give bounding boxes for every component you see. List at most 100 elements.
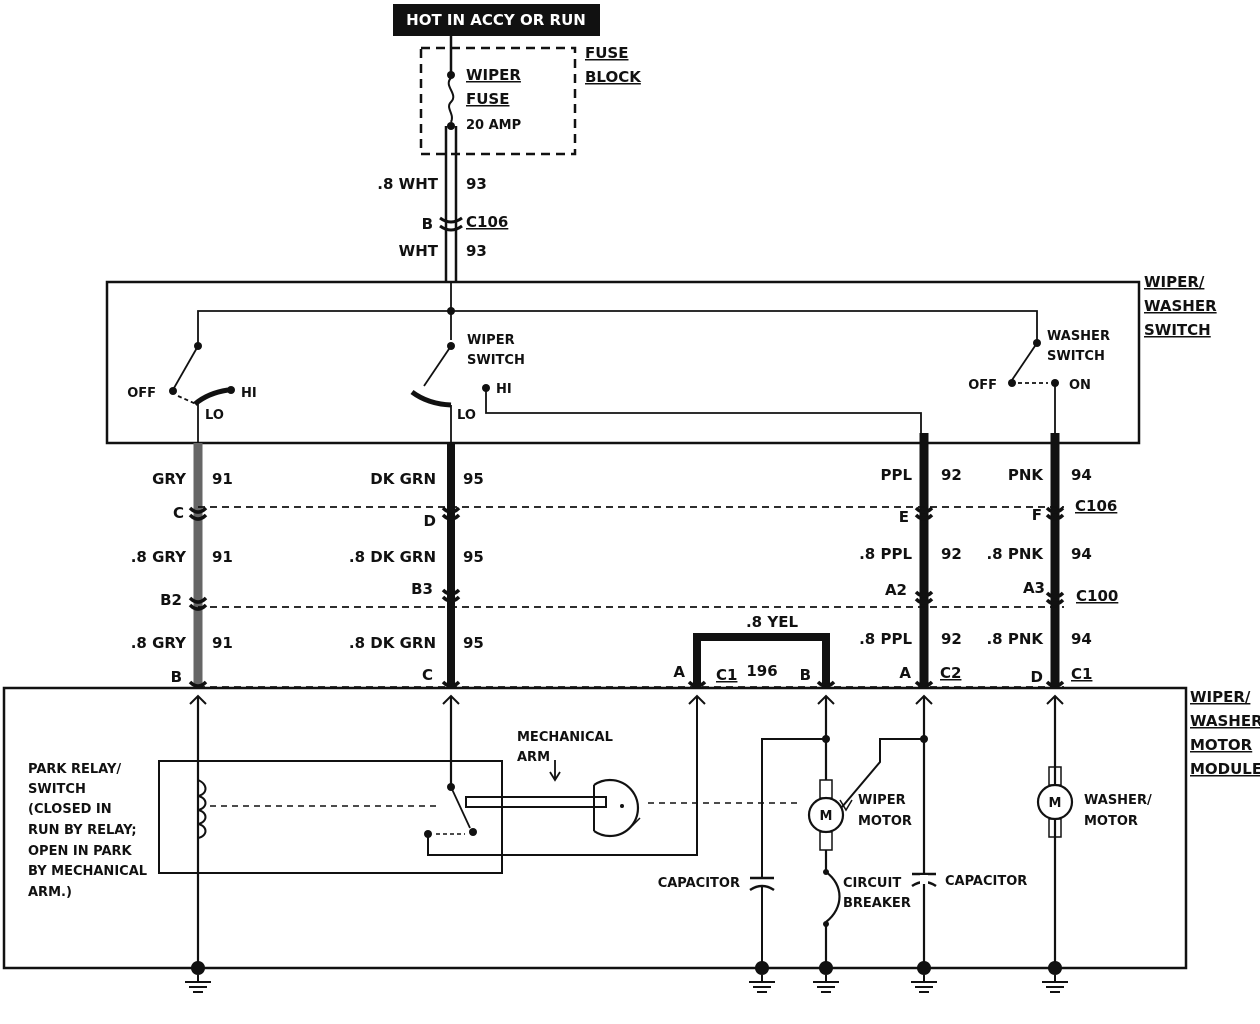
switch-title-1: WIPER/: [1144, 273, 1205, 291]
module-title-1: WIPER/: [1190, 688, 1251, 706]
left-switch-off: OFF: [127, 386, 156, 401]
relay-coil: [197, 779, 207, 839]
fuse-label-1: WIPER: [466, 66, 521, 84]
ppl-num-2: 92: [941, 545, 962, 563]
fuse-label-2: FUSE: [466, 90, 509, 108]
dkgrn-pin-1: D: [424, 512, 436, 530]
gry-color-1: GRY: [152, 470, 187, 488]
ground-icon: [185, 961, 211, 993]
ground-icon: [911, 961, 937, 993]
ground-icon: [813, 961, 839, 993]
ground-icon: [1042, 961, 1068, 993]
gry-color-2: .8 GRY: [131, 548, 187, 566]
ppl-pin-1: E: [899, 508, 909, 526]
left-switch-hi: HI: [241, 386, 257, 401]
wiper-switch-lo: LO: [457, 408, 476, 423]
pnk-connector-1: C106: [1075, 497, 1117, 515]
wiper-motor-label-1: WIPER: [858, 793, 906, 808]
ppl-color-2: .8 PPL: [859, 545, 912, 563]
connector-c106-top: [439, 216, 463, 232]
park-relay-text-1: PARK RELAY/: [28, 762, 121, 777]
mech-arm-label-2: ARM: [517, 750, 550, 765]
wire-yel-196: [693, 633, 830, 688]
ground-icon: [749, 961, 775, 993]
top-wire-connector: C106: [466, 213, 508, 231]
ppl-pin-3: A: [899, 664, 911, 682]
ppl-num-1: 92: [941, 466, 962, 484]
module-title-3: MOTOR: [1190, 736, 1253, 754]
circuit-breaker-label-2: BREAKER: [843, 896, 911, 911]
capacitor-left-label: CAPACITOR: [658, 876, 740, 891]
ppl-color-3: .8 PPL: [859, 630, 912, 648]
gry-color-3: .8 GRY: [131, 634, 187, 652]
fuse-block-title-1: FUSE: [585, 44, 628, 62]
dkgrn-pin-2: B3: [411, 580, 433, 598]
wiper-motor-label-2: MOTOR: [858, 814, 912, 829]
park-relay-box: [158, 760, 503, 874]
gry-pin-1: C: [173, 504, 184, 522]
switch-title-3: SWITCH: [1144, 321, 1211, 339]
fuse-rating: 20 AMP: [466, 118, 521, 133]
yel-connector: C1: [716, 666, 737, 684]
wiper-motor-m: M: [820, 809, 833, 824]
switch-title-2: WASHER: [1144, 297, 1217, 315]
fuse-block-box: [419, 46, 577, 156]
washer-switch-off: OFF: [968, 378, 997, 393]
dkgrn-color-3: .8 DK GRN: [349, 634, 436, 652]
pnk-connector-2: C100: [1076, 587, 1118, 605]
gry-pin-2: B2: [160, 591, 182, 609]
capacitor-right-label: CAPACITOR: [945, 874, 1027, 889]
pnk-num-3: 94: [1071, 630, 1092, 648]
yel-pin-b: B: [800, 666, 811, 684]
ppl-color-1: PPL: [880, 466, 912, 484]
capacitor-left-plate-2: [749, 884, 775, 892]
yel-pin-a: A: [673, 663, 685, 681]
motor-module-box: [2, 686, 1188, 970]
pnk-pin-1: F: [1032, 506, 1042, 524]
washer-motor-label-1: WASHER/: [1084, 793, 1152, 808]
ppl-pin-2: A2: [885, 581, 907, 599]
park-relay-text-7: ARM.): [28, 885, 72, 900]
yel-color: .8 YEL: [746, 613, 798, 631]
pnk-color-2: .8 PNK: [986, 545, 1044, 563]
park-relay-text-5: OPEN IN PARK: [28, 844, 133, 859]
circuit-breaker-label-1: CIRCUIT: [843, 876, 901, 891]
gry-num-2: 91: [212, 548, 233, 566]
yel-num: 196: [746, 662, 777, 680]
mechanical-arm: [465, 796, 607, 808]
washer-switch-label-2: SWITCH: [1047, 349, 1105, 364]
wiper-switch-label-1: WIPER: [467, 333, 515, 348]
dkgrn-pin-3: C: [422, 666, 433, 684]
wiper-washer-switch-box: [105, 280, 1141, 445]
washer-switch-label-1: WASHER: [1047, 329, 1110, 344]
park-relay-text-3: (CLOSED IN: [28, 802, 112, 817]
module-title-4: MODULE: [1190, 760, 1260, 778]
washer-motor-label-2: MOTOR: [1084, 814, 1138, 829]
fuse-symbol: [447, 77, 455, 123]
park-relay-text-4: RUN BY RELAY;: [28, 823, 137, 838]
circuit-breaker-symbol: [825, 871, 841, 923]
ppl-connector: C2: [940, 664, 961, 682]
gry-num-1: 91: [212, 470, 233, 488]
banner-text: HOT IN ACCY OR RUN: [406, 11, 586, 29]
top-wire-color-2: WHT: [399, 242, 439, 260]
pnk-color-1: PNK: [1008, 466, 1045, 484]
gry-pin-3: B: [171, 668, 182, 686]
washer-motor-m: M: [1049, 796, 1062, 811]
pnk-pin-3: D: [1031, 668, 1043, 686]
module-title-2: WASHER: [1190, 712, 1260, 730]
pnk-color-3: .8 PNK: [986, 630, 1044, 648]
park-relay-text-2: SWITCH: [28, 782, 86, 797]
gry-num-3: 91: [212, 634, 233, 652]
top-wire-num-2: 93: [466, 242, 487, 260]
mech-arm-label-1: MECHANICAL: [517, 730, 613, 745]
dkgrn-num-1: 95: [463, 470, 484, 488]
ground-symbols: [185, 961, 1068, 993]
top-wire-color-1: .8 WHT: [377, 175, 438, 193]
mech-arm-arrow: [549, 760, 561, 782]
pnk-num-2: 94: [1071, 545, 1092, 563]
banner-box: [393, 4, 600, 36]
wiper-switch-hi: HI: [496, 382, 512, 397]
dkgrn-color-2: .8 DK GRN: [349, 548, 436, 566]
